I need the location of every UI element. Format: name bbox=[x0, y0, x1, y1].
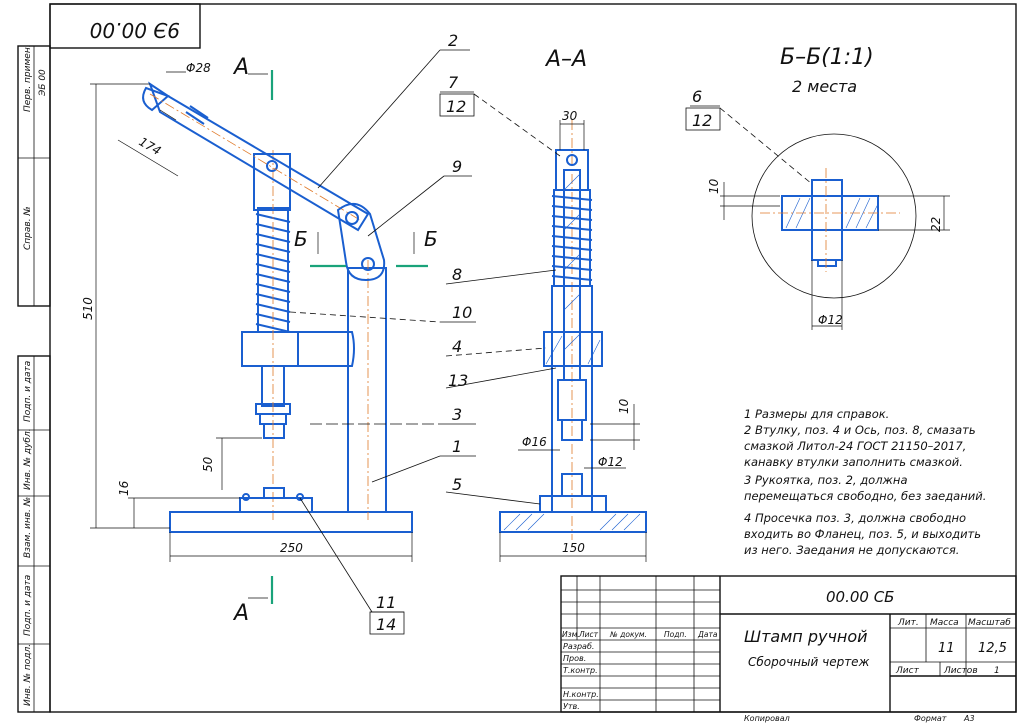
strip-vzam-inv: Взам. инв. № bbox=[23, 497, 33, 558]
cut-b-left: Б bbox=[294, 227, 308, 251]
dim-d16: Φ16 bbox=[522, 435, 547, 449]
hdr-podp: Подп. bbox=[664, 630, 687, 639]
cut-a-top: А bbox=[232, 55, 249, 80]
dim-10-bb: 10 bbox=[707, 178, 721, 194]
callout-13: 13 bbox=[448, 371, 468, 390]
dim-22: 22 bbox=[929, 217, 943, 232]
fork-head bbox=[253, 153, 291, 211]
mass-label: Масса bbox=[930, 618, 959, 628]
callout-7: 7 bbox=[448, 73, 459, 92]
hdr-data: Дата bbox=[697, 630, 718, 639]
dim-50: 50 bbox=[201, 456, 215, 472]
side-strip: Перв. примен. ЭБ 00 Справ. № Подп. и дат… bbox=[17, 44, 51, 713]
dim-d12-aa: Φ12 bbox=[598, 455, 623, 469]
title-doc-type: Сборочный чертеж bbox=[748, 655, 870, 669]
dim-10-aa: 10 bbox=[617, 398, 631, 414]
cut-b-markers bbox=[310, 232, 428, 268]
format-value: А3 bbox=[963, 714, 975, 723]
note-line-3: смазкой Литол-24 ГОСТ 21150–2017, bbox=[744, 439, 966, 453]
front-callout-leaders bbox=[289, 49, 476, 635]
section-bb bbox=[685, 105, 950, 330]
sheets-label: Листов bbox=[943, 666, 978, 676]
format-label: Формат bbox=[914, 714, 947, 723]
section-bb-title: Б–Б(1:1) bbox=[780, 45, 874, 70]
dim-d28: Φ28 bbox=[186, 61, 211, 75]
dim-16: 16 bbox=[117, 480, 131, 496]
note-line-4: канавку втулки заполнить смазкой. bbox=[744, 455, 963, 469]
front-view bbox=[90, 71, 413, 562]
scale-value: 12,5 bbox=[978, 641, 1007, 656]
sheet-label: Лист bbox=[895, 666, 920, 676]
section-aa-title: А–А bbox=[544, 47, 587, 72]
dim-d12-bb: Φ12 bbox=[818, 313, 843, 327]
strip-sprav: Справ. № bbox=[23, 206, 33, 250]
callout-14: 14 bbox=[376, 615, 396, 634]
copied-label: Копировал bbox=[744, 714, 790, 723]
title-name: Штамп ручной bbox=[744, 627, 868, 646]
strip-inv-podl: Инв. № подл. bbox=[23, 644, 33, 706]
strip-inv-dubl: Инв. № дубл. bbox=[23, 428, 33, 490]
aa-sleeve bbox=[543, 331, 603, 367]
doc-code-stamp: 9Э 00.00 bbox=[90, 18, 180, 42]
dim-250: 250 bbox=[280, 541, 303, 555]
title-designation: 00.00 СБ bbox=[826, 588, 894, 606]
hdr-ndoc: № докум. bbox=[609, 630, 647, 639]
note-line-7: 4 Просечка поз. 3, должна свободно bbox=[744, 511, 966, 525]
callout-3: 3 bbox=[452, 405, 462, 424]
technical-notes: 1 Размеры для справок. 2 Втулку, поз. 4 … bbox=[744, 407, 986, 557]
base-plate bbox=[169, 511, 413, 533]
strip-perv-primen: Перв. примен. bbox=[23, 44, 33, 112]
lit-label: Лит. bbox=[897, 618, 919, 628]
strip-podp-data-1: Подп. и дата bbox=[23, 361, 33, 422]
dim-150: 150 bbox=[562, 541, 585, 555]
section-aa bbox=[499, 120, 647, 562]
callout-12-aa: 12 bbox=[446, 97, 466, 116]
mass-value: 11 bbox=[938, 641, 955, 656]
callout-1: 1 bbox=[452, 437, 462, 456]
role-utv: Утв. bbox=[563, 702, 580, 711]
role-tkontr: Т.контр. bbox=[563, 666, 598, 675]
cut-b-right: Б bbox=[424, 227, 438, 251]
callout-11: 11 bbox=[376, 593, 396, 612]
cut-a-markers bbox=[248, 70, 274, 604]
dim-510: 510 bbox=[81, 297, 95, 320]
note-line-9: из него. Заедания не допускаются. bbox=[744, 543, 959, 557]
note-line-1: 1 Размеры для справок. bbox=[744, 407, 889, 421]
section-bb-note: 2 места bbox=[792, 77, 857, 96]
note-line-5: 3 Рукоятка, поз. 2, должна bbox=[744, 473, 908, 487]
sleeve-bracket bbox=[241, 331, 355, 367]
bb-pin bbox=[811, 179, 843, 261]
dim-30: 30 bbox=[562, 109, 578, 123]
column bbox=[347, 267, 387, 513]
aa-callout-leaders bbox=[439, 91, 561, 505]
strip-eb: ЭБ 00 bbox=[38, 69, 48, 97]
callout-4: 4 bbox=[452, 337, 462, 356]
callout-10: 10 bbox=[452, 303, 472, 322]
strip-podp-data-2: Подп. и дата bbox=[23, 575, 33, 636]
doc-code-stamp-box bbox=[49, 3, 201, 49]
title-block bbox=[560, 575, 1017, 713]
callout-2: 2 bbox=[448, 31, 458, 50]
role-nkontr: Н.контр. bbox=[563, 690, 599, 699]
note-line-8: входить во Фланец, поз. 5, и выходить bbox=[744, 527, 981, 541]
callout-8: 8 bbox=[452, 265, 462, 284]
callout-5: 5 bbox=[452, 475, 462, 494]
aa-base bbox=[499, 511, 647, 533]
note-line-2: 2 Втулку, поз. 4 и Ось, поз. 8, смазать bbox=[744, 423, 976, 437]
dim-174: 174 bbox=[137, 134, 164, 158]
role-prov: Пров. bbox=[563, 654, 586, 663]
callout-12-bb: 12 bbox=[692, 111, 712, 130]
note-line-6: перемещаться свободно, без заеданий. bbox=[744, 489, 986, 503]
cut-a-bottom: А bbox=[232, 601, 249, 626]
sheets-value: 1 bbox=[994, 666, 1000, 676]
callout-6: 6 bbox=[692, 87, 702, 106]
scale-label: Масштаб bbox=[968, 618, 1011, 628]
role-razrab: Разраб. bbox=[563, 642, 594, 651]
aa-fork bbox=[555, 149, 589, 191]
link bbox=[336, 203, 386, 282]
hdr-list: Лист bbox=[578, 630, 599, 639]
hdr-izm: Изм. bbox=[562, 630, 580, 639]
callout-9: 9 bbox=[452, 157, 462, 176]
